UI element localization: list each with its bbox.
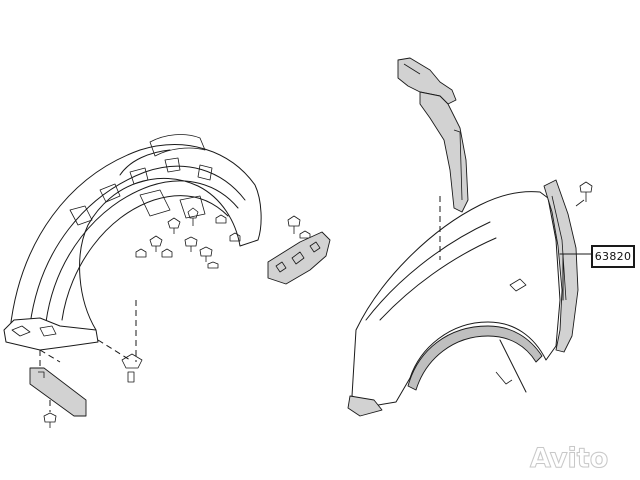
bottom-clip [43,412,57,428]
top-bolt [575,181,593,207]
watermark: Avito [529,440,630,476]
front-fender [347,191,561,417]
part-number-text: 63820 [594,250,632,263]
liner-clips [135,207,241,269]
watermark-text: Avito [529,442,609,474]
clip-nut [121,353,143,383]
splash-guard [267,231,331,285]
fender-liner [3,134,262,351]
part-number-callout: 63820 [591,245,635,268]
bolt-cluster [287,215,311,239]
fender-seal [543,179,579,353]
fender-inner-panel [397,57,469,213]
leader-lines-right [439,196,592,301]
leader-lines-left [39,300,137,412]
lower-bracket [29,367,87,417]
